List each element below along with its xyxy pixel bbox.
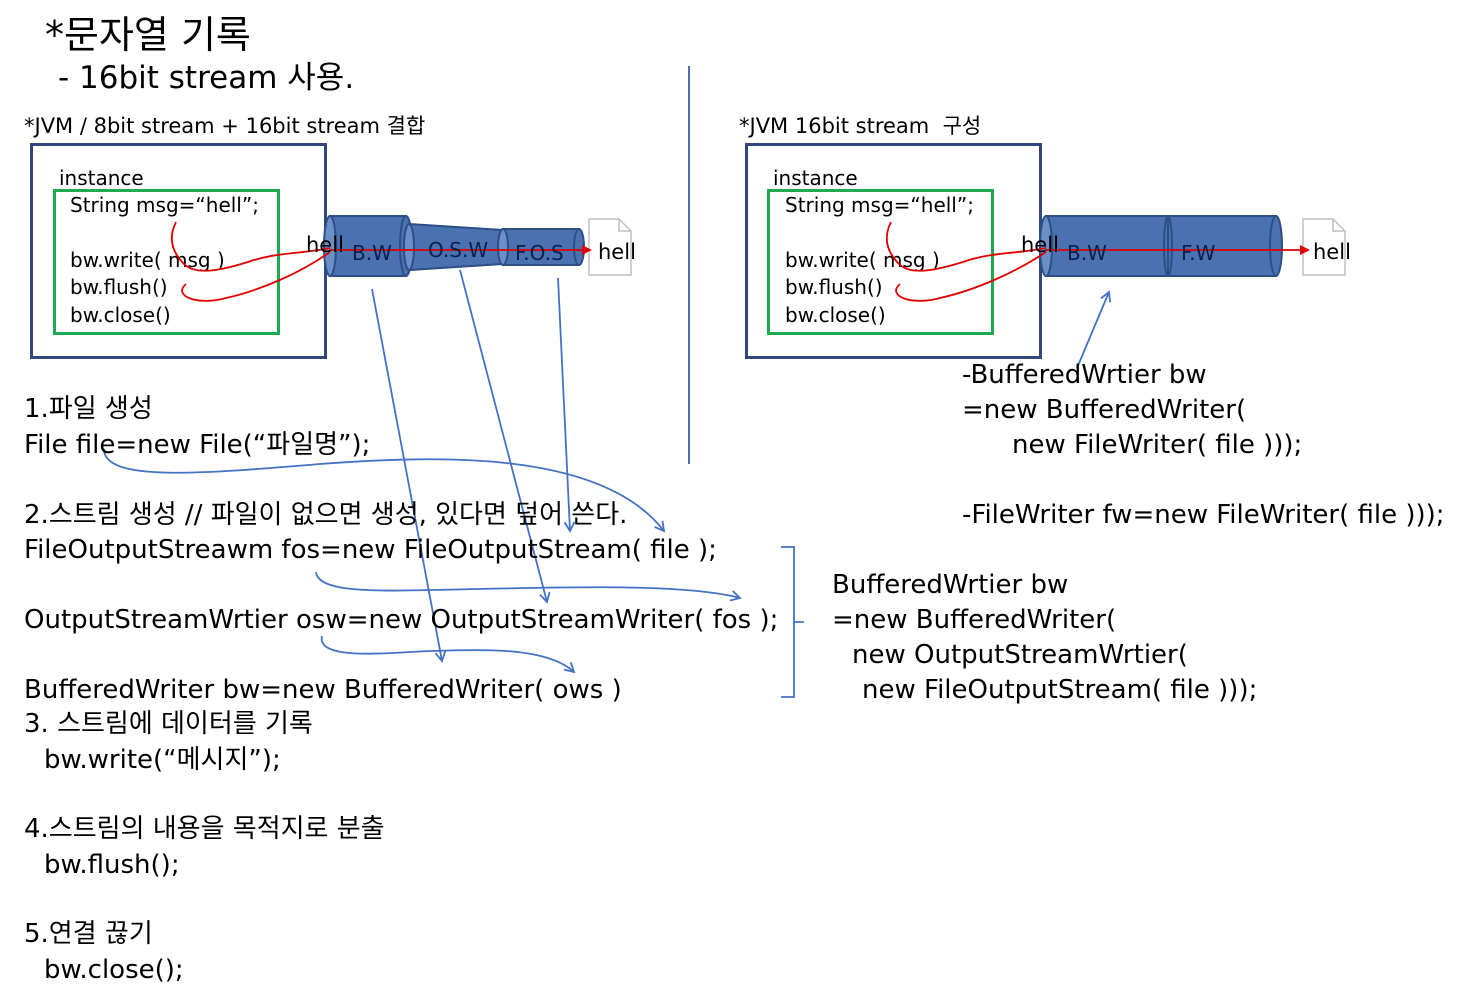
left-output-label: hell	[598, 240, 636, 264]
left-file-icon	[588, 218, 632, 276]
page-title: *문자열 기록	[45, 13, 251, 57]
right-code-line-2: bw.write( msg )	[785, 248, 940, 272]
right-flow-lines	[885, 221, 1310, 302]
step-1-heading: 1.파일 생성	[24, 394, 153, 424]
left-input-label: hell	[306, 233, 344, 257]
right-note-1: -BufferedWrtier bw	[962, 360, 1207, 390]
right-note-4: -FileWriter fw=new FileWriter( file )));	[962, 500, 1445, 530]
panel-divider	[688, 66, 690, 464]
left-code-line-3: bw.flush()	[70, 275, 168, 299]
right-pipe-fw-label: F.W	[1181, 241, 1216, 265]
right-note-2: =new BufferedWriter(	[962, 395, 1247, 425]
right-pipe-bw	[1039, 215, 1169, 277]
right-code-line-3: bw.flush()	[785, 275, 883, 299]
step-4-line-1: bw.flush();	[44, 850, 180, 880]
combined-note-2: =new BufferedWriter(	[832, 605, 1117, 635]
step-2-line-1: FileOutputStreawm fos=new FileOutputStre…	[24, 535, 717, 565]
left-pipe-bw-label: B.W	[352, 241, 392, 265]
right-code-line-1: String msg=“hell”;	[785, 193, 974, 217]
right-file-icon	[1302, 218, 1346, 276]
left-code-line-2: bw.write( msg )	[70, 248, 225, 272]
step-4-heading: 4.스트림의 내용을 목적지로 분출	[24, 814, 385, 844]
combined-note-4: new FileOutputStream( file )));	[862, 675, 1258, 705]
step-3-heading: 3. 스트림에 데이터를 기록	[24, 709, 313, 739]
right-output-label: hell	[1313, 240, 1351, 264]
right-code-line-4: bw.close()	[785, 303, 886, 327]
left-panel-header: *JVM / 8bit stream + 16bit stream 결합	[24, 114, 426, 138]
left-pipe-fos	[497, 228, 585, 266]
step-3-line-1: bw.write(“메시지”);	[44, 745, 281, 775]
annotation-arrows	[103, 269, 1112, 674]
left-code-line-4: bw.close()	[70, 303, 171, 327]
step-2-heading: 2.스트림 생성 // 파일이 없으면 생성, 있다면 덮어 쓴다.	[24, 500, 628, 530]
step-1-line-1: File file=new File(“파일명”);	[24, 430, 371, 460]
left-pipe-osw-label: O.S.W	[428, 238, 489, 262]
left-instance-box	[53, 189, 280, 335]
step-2-line-3: BufferedWriter bw=new BufferedWriter( ow…	[24, 675, 622, 705]
combined-note-3: new OutputStreamWrtier(	[852, 640, 1188, 670]
left-flow-lines	[170, 221, 592, 302]
step-2-line-2: OutputStreamWrtier osw=new OutputStreamW…	[24, 605, 779, 635]
right-input-label: hell	[1021, 233, 1059, 257]
step-5-line-1: bw.close();	[44, 955, 184, 985]
combined-bracket	[781, 546, 804, 698]
left-code-line-1: String msg=“hell”;	[70, 193, 259, 217]
right-pipe-bw-label: B.W	[1067, 241, 1107, 265]
page-subtitle: - 16bit stream 사용.	[58, 60, 355, 96]
step-5-heading: 5.연결 끊기	[24, 919, 153, 949]
left-pipe-fos-label: F.O.S	[515, 241, 564, 265]
right-panel-header: *JVM 16bit stream 구성	[739, 114, 982, 138]
left-pipe-osw	[403, 222, 503, 272]
combined-note-1: BufferedWrtier bw	[832, 570, 1069, 600]
right-pipe-fw	[1163, 215, 1283, 277]
right-instance-box	[767, 189, 994, 335]
right-note-3: new FileWriter( file )));	[1012, 430, 1303, 460]
left-instance-label: instance	[59, 166, 144, 190]
right-instance-label: instance	[773, 166, 858, 190]
